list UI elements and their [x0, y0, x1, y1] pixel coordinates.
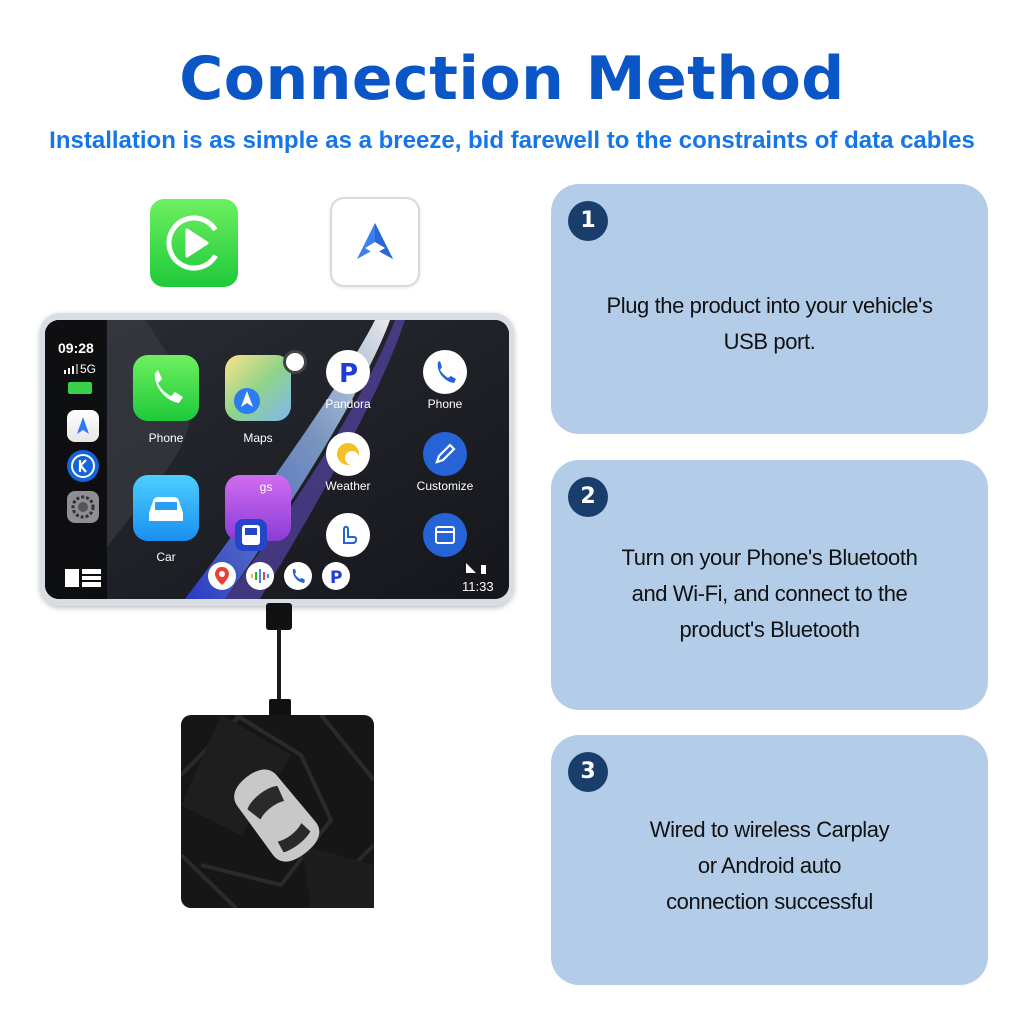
- usb-plug: [266, 603, 292, 630]
- pencil-icon[interactable]: [423, 432, 467, 476]
- kwai-icon[interactable]: [67, 450, 99, 482]
- maps-app-icon[interactable]: [225, 355, 291, 421]
- status-icons: [466, 563, 486, 574]
- network-label: 5G: [80, 362, 97, 376]
- gesture-icon[interactable]: [326, 513, 370, 557]
- step-number-badge: 2: [568, 477, 608, 517]
- usb-cable: [277, 628, 281, 703]
- bottom-time: 11:33: [462, 579, 494, 594]
- car-app-icon[interactable]: [133, 475, 199, 541]
- dashboard-icon[interactable]: [65, 569, 101, 587]
- step-card-1: 1 Plug the product into your vehicle's U…: [551, 184, 988, 434]
- step-description: Turn on your Phone's Bluetooth and Wi-Fi…: [621, 545, 918, 642]
- car-icon: [234, 769, 320, 862]
- phone-icon[interactable]: [423, 350, 467, 394]
- android-auto-icon: [330, 197, 420, 287]
- app-label: Maps: [243, 431, 273, 445]
- step-description: Plug the product into your vehicle's USB…: [606, 293, 933, 354]
- carplay-screen: 09:28 5G Phone: [45, 320, 509, 599]
- calendar-icon[interactable]: [423, 513, 467, 557]
- step-number-badge: 3: [568, 752, 608, 792]
- pandora-icon[interactable]: P: [326, 350, 370, 394]
- status-time: 09:28: [58, 340, 94, 356]
- svg-text:P: P: [339, 359, 358, 389]
- app-label: gs: [259, 480, 273, 494]
- step-number-badge: 1: [568, 201, 608, 241]
- weather-icon[interactable]: [326, 432, 370, 476]
- google-maps-icon[interactable]: [208, 562, 236, 590]
- usb-plug: [269, 699, 291, 719]
- battery-icon: [68, 382, 92, 394]
- head-unit-display: 09:28 5G Phone: [40, 313, 514, 606]
- app-label: Car: [156, 550, 176, 564]
- game-icon[interactable]: [235, 519, 267, 551]
- carplay-icon: [150, 199, 238, 287]
- step-card-3: 3 Wired to wireless Carplay or Android a…: [551, 735, 988, 985]
- step-description: Wired to wireless Carplay or Android aut…: [649, 817, 890, 914]
- maps-icon[interactable]: [67, 410, 99, 442]
- podcasts-icon[interactable]: [246, 562, 274, 590]
- page-subtitle: Installation is as simple as a breeze, b…: [49, 127, 975, 154]
- screen-sidebar: 09:28 5G: [45, 320, 107, 599]
- page-title: Connection Method: [179, 44, 845, 114]
- camera-overlay-icon: [283, 350, 307, 374]
- settings-icon[interactable]: [67, 491, 99, 523]
- signal-icon: [64, 364, 78, 374]
- app-label: Pandora: [325, 397, 371, 411]
- svg-text:P: P: [330, 568, 342, 588]
- pandora-icon[interactable]: P: [322, 562, 350, 590]
- app-label: Weather: [325, 479, 371, 493]
- app-label: Customize: [416, 479, 474, 493]
- wireless-adapter-dongle: [181, 715, 374, 908]
- phone-app-icon[interactable]: [133, 355, 199, 421]
- app-label: Phone: [148, 431, 184, 445]
- step-card-2: 2 Turn on your Phone's Bluetooth and Wi-…: [551, 460, 988, 710]
- phone-icon[interactable]: [284, 562, 312, 590]
- app-label: Phone: [427, 397, 463, 411]
